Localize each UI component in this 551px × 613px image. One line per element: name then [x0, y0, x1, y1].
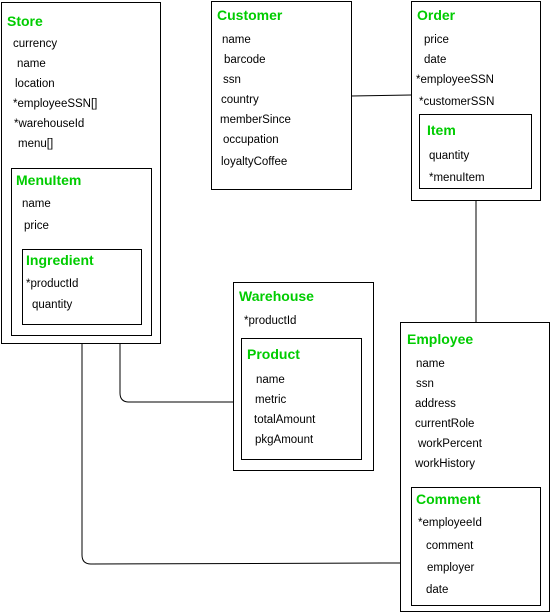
- warehouse-field-product-id: *productId: [244, 315, 297, 327]
- order-field-employee-ssn: *employeeSSN: [416, 74, 494, 86]
- customer-field-member-since: memberSince: [220, 114, 291, 126]
- store-field-name: name: [17, 58, 46, 70]
- menuitem-entity[interactable]: MenuItem name price Ingredient *productI…: [11, 168, 152, 336]
- ingredient-title: Ingredient: [26, 252, 94, 268]
- customer-entity[interactable]: Customer name barcode ssn country member…: [211, 1, 352, 190]
- item-entity[interactable]: Item quantity *menuItem: [419, 114, 532, 189]
- item-field-quantity: quantity: [429, 150, 470, 162]
- ingredient-entity[interactable]: Ingredient *productId quantity: [22, 249, 142, 325]
- product-field-metric: metric: [255, 394, 287, 406]
- product-field-name: name: [256, 374, 285, 386]
- store-field-currency: currency: [13, 38, 58, 50]
- comment-field-employee-id: *employeeId: [418, 517, 482, 529]
- comment-field-comment: comment: [426, 540, 474, 552]
- employee-field-work-history: workHistory: [415, 458, 476, 470]
- product-title: Product: [247, 346, 300, 362]
- customer-field-loyalty-coffee: loyaltyCoffee: [221, 156, 288, 168]
- employee-field-address: address: [415, 398, 456, 410]
- customer-order-connector: [350, 94, 412, 97]
- menuitem-field-price: price: [24, 220, 49, 232]
- store-warehouse-connector: [119, 344, 233, 403]
- warehouse-title: Warehouse: [239, 288, 314, 304]
- customer-title: Customer: [217, 7, 283, 23]
- customer-field-ssn: ssn: [223, 74, 241, 86]
- employee-field-ssn: ssn: [416, 378, 434, 390]
- comment-title: Comment: [416, 491, 481, 507]
- item-field-menu-item: *menuItem: [429, 172, 485, 184]
- order-title: Order: [417, 7, 456, 23]
- menuitem-field-name: name: [22, 198, 51, 210]
- store-employee-connector: [81, 344, 401, 565]
- customer-field-barcode: barcode: [224, 54, 266, 66]
- employee-entity[interactable]: Employee name ssn address currentRole wo…: [400, 322, 550, 612]
- warehouse-entity[interactable]: Warehouse *productId Product name metric…: [233, 282, 374, 471]
- employee-field-name: name: [416, 358, 445, 370]
- customer-field-name: name: [222, 34, 251, 46]
- item-title: Item: [427, 122, 456, 138]
- ingredient-field-quantity: quantity: [32, 299, 73, 311]
- product-entity[interactable]: Product name metric totalAmount pkgAmoun…: [241, 338, 362, 460]
- store-entity[interactable]: Store currency name location *employeeSS…: [1, 2, 161, 344]
- store-title: Store: [7, 13, 43, 29]
- employee-field-current-role: currentRole: [415, 418, 475, 430]
- order-entity[interactable]: Order price date *employeeSSN *customerS…: [411, 1, 541, 201]
- comment-field-employer: employer: [427, 562, 475, 574]
- employee-title: Employee: [407, 331, 474, 347]
- store-field-location: location: [15, 78, 55, 90]
- employee-field-work-percent: workPercent: [418, 438, 482, 450]
- menuitem-title: MenuItem: [16, 172, 82, 188]
- comment-entity[interactable]: Comment *employeeId comment employer dat…: [411, 487, 541, 606]
- store-field-warehouse-id: *warehouseId: [14, 118, 85, 130]
- customer-field-country: country: [221, 94, 259, 106]
- product-field-pkg-amount: pkgAmount: [255, 434, 314, 446]
- ingredient-field-product-id: *productId: [26, 278, 79, 290]
- product-field-total-amount: totalAmount: [254, 414, 316, 426]
- order-field-price: price: [424, 34, 449, 46]
- store-field-menu: menu[]: [18, 138, 54, 150]
- customer-field-occupation: occupation: [223, 134, 279, 146]
- order-field-date: date: [424, 54, 447, 66]
- comment-field-date: date: [426, 584, 449, 596]
- order-field-customer-ssn: *customerSSN: [419, 96, 495, 108]
- store-field-employee-ssn: *employeeSSN[]: [13, 98, 98, 110]
